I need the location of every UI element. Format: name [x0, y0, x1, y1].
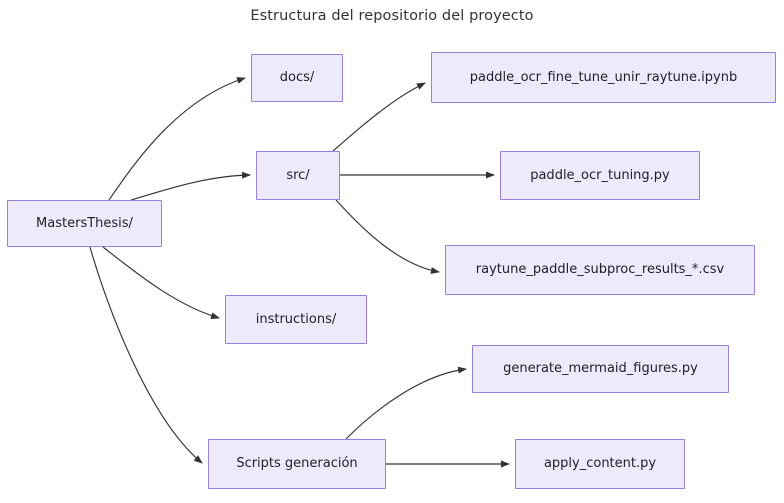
node-docs[interactable]: docs/ — [251, 54, 343, 102]
node-scripts[interactable]: Scripts generación — [208, 439, 386, 489]
node-src[interactable]: src/ — [256, 151, 340, 200]
node-label: generate_mermaid_figures.py — [503, 361, 698, 377]
edge-root-to-instructions — [102, 246, 220, 320]
node-label: raytune_paddle_subproc_results_*.csv — [475, 262, 725, 278]
node-label: paddle_ocr_fine_tune_unir_raytune.ipynb — [469, 69, 738, 85]
node-label: apply_content.py — [543, 456, 657, 472]
node-label: Scripts generación — [236, 456, 358, 472]
edge-root-to-src — [130, 171, 251, 201]
edge-scripts-to-genfigs — [345, 366, 467, 440]
edge-src-to-csv — [335, 199, 440, 275]
node-csv[interactable]: raytune_paddle_subproc_results_*.csv — [445, 245, 755, 295]
node-label: instructions/ — [255, 311, 337, 327]
edge-src-to-notebook — [332, 82, 426, 152]
diagram-title: Estructura del repositorio del proyecto — [250, 8, 534, 24]
node-notebook[interactable]: paddle_ocr_fine_tune_unir_raytune.ipynb — [431, 52, 776, 103]
node-label: MastersThesis/ — [36, 215, 133, 231]
node-root[interactable]: MastersThesis/ — [7, 200, 162, 247]
node-label: docs/ — [279, 70, 315, 86]
node-label: src/ — [286, 167, 310, 183]
edge-root-to-scripts — [89, 246, 203, 464]
edge-root-to-docs — [108, 77, 246, 201]
node-instructions[interactable]: instructions/ — [225, 295, 367, 344]
node-genfigs[interactable]: generate_mermaid_figures.py — [472, 345, 729, 393]
node-applycontent[interactable]: apply_content.py — [515, 439, 685, 489]
node-label: paddle_ocr_tuning.py — [530, 167, 670, 183]
node-tuning[interactable]: paddle_ocr_tuning.py — [500, 151, 700, 200]
